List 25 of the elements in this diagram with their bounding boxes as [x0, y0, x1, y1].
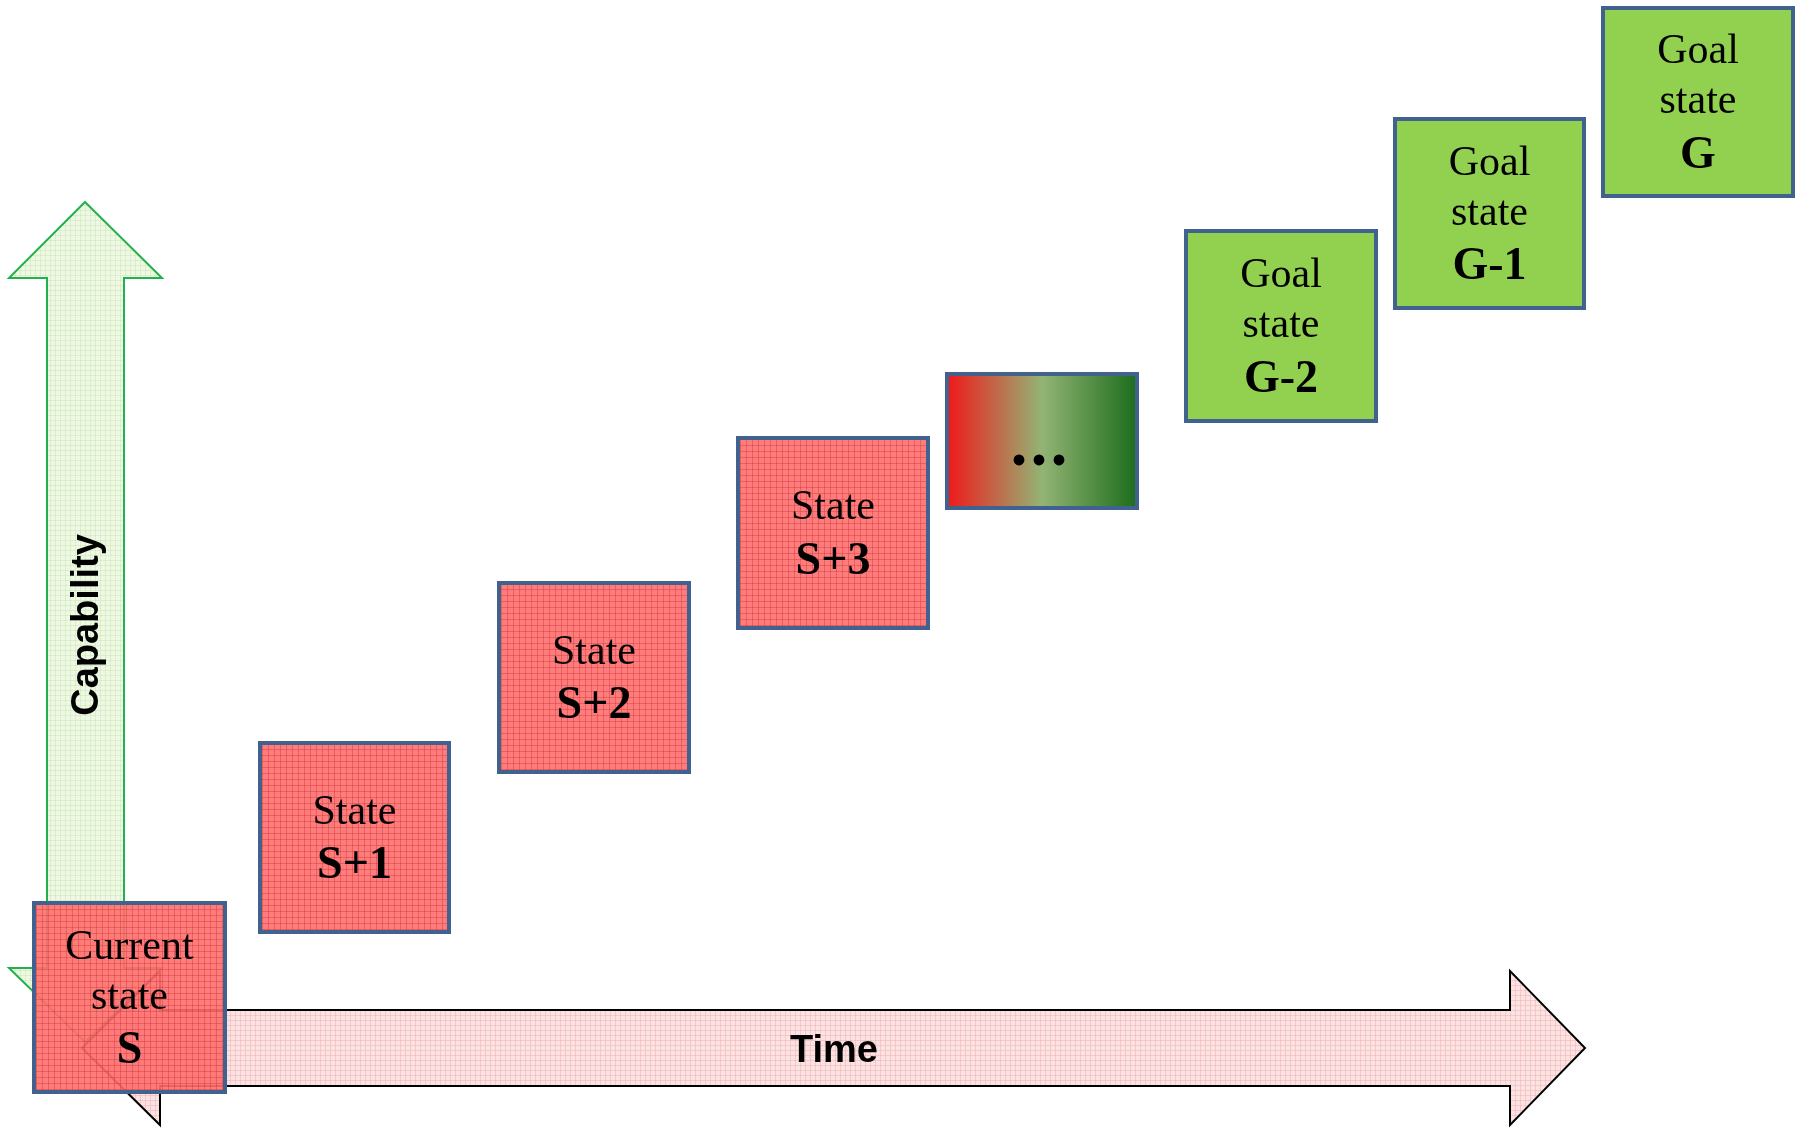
state-label: Goal state — [1447, 136, 1532, 236]
state-label: Goal state — [1656, 25, 1740, 125]
state-box — [32, 901, 227, 1094]
state-name: S+1 — [317, 836, 392, 891]
state-box — [736, 436, 930, 630]
state-box — [945, 372, 1139, 510]
state-box — [1184, 229, 1378, 423]
state-label: State — [312, 785, 397, 835]
state-name: G-2 — [1243, 349, 1319, 404]
state-box — [258, 741, 451, 934]
state-name: S+3 — [795, 531, 871, 586]
state-label: Goal state — [1239, 249, 1323, 349]
state-label: Current state — [64, 920, 195, 1020]
state-box — [1601, 6, 1795, 198]
state-name: ••• — [1012, 437, 1072, 485]
state-label: State — [791, 481, 875, 531]
state-label: State — [552, 625, 636, 675]
axis-label: Capability — [63, 534, 107, 716]
state-name: S — [116, 1021, 143, 1076]
axis-label: Time — [790, 1027, 878, 1071]
state-name: G — [1680, 125, 1716, 180]
state-box — [497, 581, 691, 774]
state-box — [1393, 117, 1586, 310]
state-name: S+2 — [556, 676, 632, 731]
state-name: G-1 — [1452, 237, 1527, 292]
